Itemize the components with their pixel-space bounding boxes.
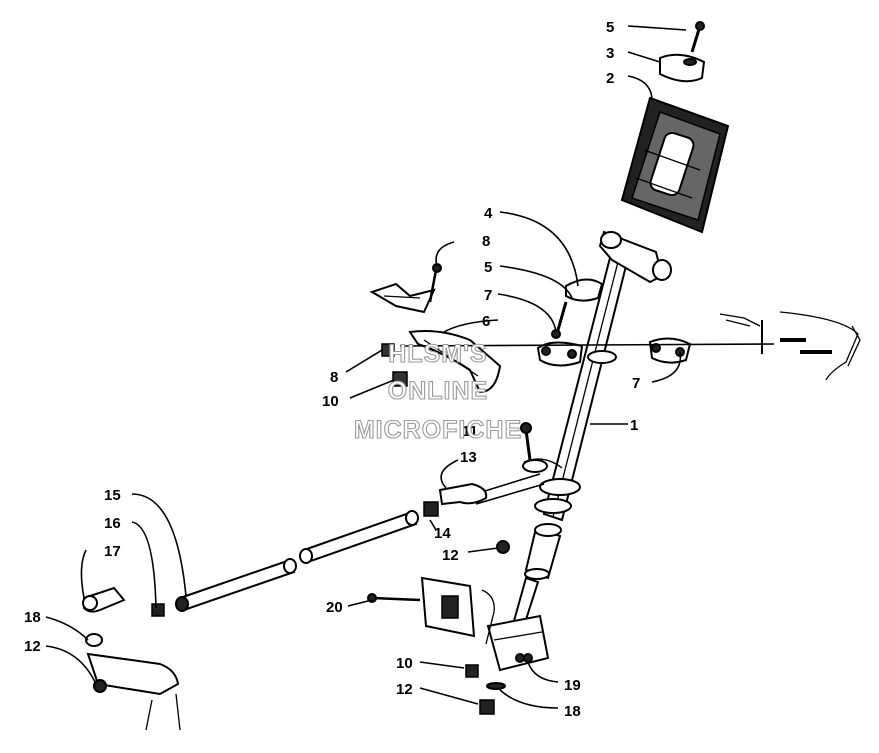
callout-8: 8 <box>482 233 490 250</box>
callout-18: 18 <box>24 609 41 626</box>
leader-lines <box>45 25 687 709</box>
steering-post <box>486 230 672 672</box>
callout-labels: 5 3 2 4 8 5 7 6 8 10 7 1 11 13 15 16 17 … <box>24 19 640 720</box>
upper-clamp <box>551 278 604 339</box>
brake-lever-cluster <box>369 263 502 394</box>
callout-12: 12 <box>396 681 413 698</box>
callout-8: 8 <box>330 369 338 386</box>
callout-20: 20 <box>326 599 343 616</box>
handlebar-axis <box>399 343 775 347</box>
tie-rod-lower-tube <box>175 558 297 612</box>
callout-10: 10 <box>322 393 339 410</box>
callout-11: 11 <box>462 423 478 440</box>
callout-6: 6 <box>482 313 490 330</box>
watermark: HLSM'S ONLINE MICROFICHE <box>353 339 522 444</box>
callout-16: 16 <box>104 515 121 532</box>
callout-17: 17 <box>104 543 121 560</box>
watermark-line-1: HLSM'S <box>388 340 487 368</box>
handlebar-mount-blocks <box>536 337 692 367</box>
callout-1: 1 <box>630 417 638 434</box>
callout-7: 7 <box>632 375 640 392</box>
steering-bracket <box>367 576 495 645</box>
callout-2: 2 <box>606 70 614 87</box>
handlebar-cap <box>659 53 706 83</box>
callout-12: 12 <box>24 638 41 655</box>
callout-7: 7 <box>484 287 492 304</box>
callout-5: 5 <box>484 259 492 276</box>
tie-rod-end-lower <box>82 586 165 647</box>
callout-14: 14 <box>434 525 451 542</box>
callout-13: 13 <box>460 449 477 466</box>
handlebar-pad <box>620 96 730 234</box>
lower-hardware <box>465 653 533 715</box>
tie-rod-end-upper <box>423 482 510 554</box>
watermark-line-2: ONLINE <box>388 377 488 405</box>
callout-5: 5 <box>606 19 614 36</box>
callout-4: 4 <box>484 205 493 222</box>
callout-19: 19 <box>564 677 581 694</box>
callout-18: 18 <box>564 703 581 720</box>
tie-rod-upper-tube <box>299 510 419 564</box>
cap-bolt <box>690 21 705 53</box>
callout-12: 12 <box>442 547 459 564</box>
callout-3: 3 <box>606 45 614 62</box>
callout-10: 10 <box>396 655 413 672</box>
right-grip <box>719 311 861 381</box>
watermark-line-3: MICROFICHE <box>354 416 522 444</box>
callout-15: 15 <box>104 487 121 504</box>
spindle-arm <box>86 652 181 731</box>
